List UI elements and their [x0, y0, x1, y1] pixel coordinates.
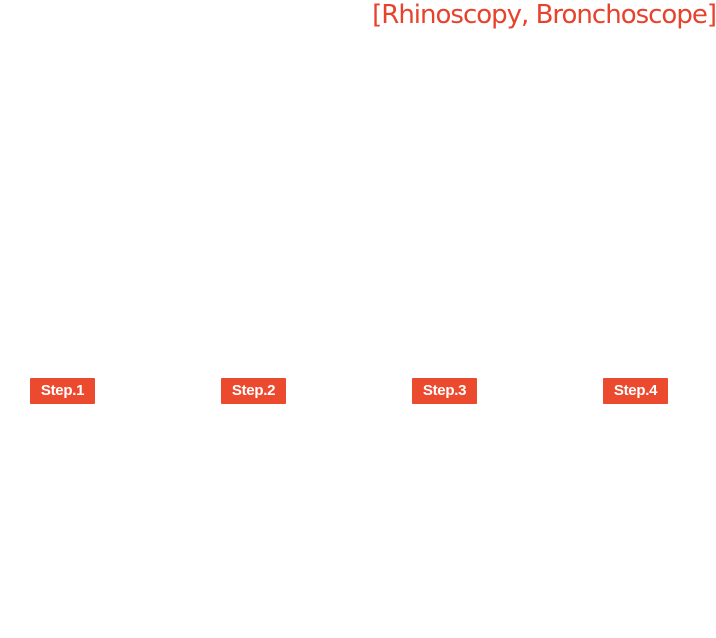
step-badge-1: Step.1	[30, 378, 95, 404]
step-badge-4: Step.4	[603, 378, 668, 404]
page-title: [Rhinoscopy, Bronchoscope]	[372, 0, 716, 30]
step-badge-2: Step.2	[221, 378, 286, 404]
step-badge-3: Step.3	[412, 378, 477, 404]
steps-row: Step.1 Step.2 Step.3 Step.4	[0, 378, 716, 404]
